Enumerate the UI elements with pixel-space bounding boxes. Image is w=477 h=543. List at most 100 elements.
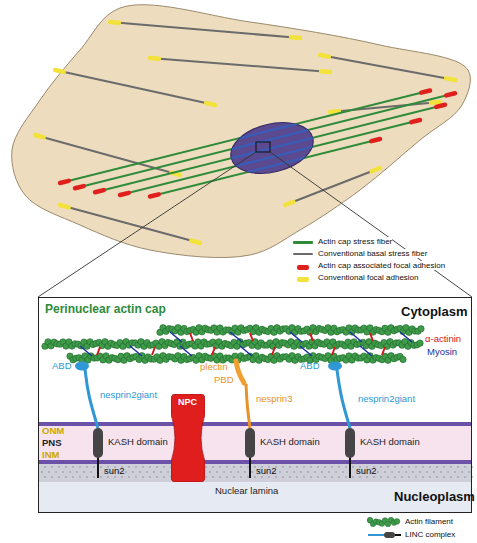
basal-stress-fiber [60, 205, 200, 243]
lamina-dot [398, 471, 400, 473]
lamina-dot [212, 476, 214, 478]
lamina-dot [331, 476, 333, 478]
lamina-dot [352, 476, 354, 478]
lamina-dot [247, 476, 249, 478]
lamina-dot [86, 466, 88, 468]
part-label: PBD [214, 375, 234, 386]
lamina-dot [139, 471, 141, 473]
lamina-dot [212, 466, 214, 468]
lamina-dot [426, 471, 428, 473]
focal-adhesion [110, 20, 119, 25]
part-label: PNS [42, 438, 62, 449]
lamina-dot [338, 466, 340, 468]
lamina-dot [321, 471, 323, 473]
lamina-dot [233, 466, 235, 468]
legend-text: LINC complex [405, 530, 455, 539]
lamina-dot [296, 476, 298, 478]
lamina-dot [314, 471, 316, 473]
lamina-dot [128, 466, 130, 468]
focal-adhesion [320, 55, 329, 57]
lamina-dot [366, 476, 368, 478]
basal-stress-fiber [55, 70, 215, 105]
lamina-dot [377, 471, 379, 473]
part-label: nesprin2giant [358, 394, 415, 405]
lamina-dot [317, 466, 319, 468]
focal-adhesion [150, 56, 159, 61]
lamina-dot [419, 471, 421, 473]
lamina-dot [156, 476, 158, 478]
lamina-dot [415, 476, 417, 478]
focal-adhesion [285, 202, 293, 205]
lamina-dot [254, 476, 256, 478]
alpha-actinin-link [382, 347, 385, 355]
focal-adhesion [372, 168, 380, 171]
lamina-dot [149, 466, 151, 468]
nesprin2giant-strand [337, 370, 350, 428]
lamina-dot [394, 466, 396, 468]
lamina-dot [79, 466, 81, 468]
lamina-dot [310, 476, 312, 478]
focal-adhesion [120, 193, 129, 195]
perinuclear-space [39, 424, 471, 462]
lamina-dot [237, 471, 239, 473]
focal-adhesion [35, 135, 44, 137]
lamina-dot [422, 466, 424, 468]
lamina-dot [307, 471, 309, 473]
lamina-dot [44, 466, 46, 468]
lamina-dot [240, 476, 242, 478]
lamina-dot [51, 466, 53, 468]
myosin-link [230, 332, 242, 342]
lamina-dot [293, 471, 295, 473]
part-label: nesprin3 [256, 394, 292, 405]
pore-shape [171, 394, 205, 482]
nesprin2giant-strand [85, 369, 98, 428]
lamina-dot [310, 466, 312, 468]
part-label: KASH domain [360, 437, 420, 448]
lamina-dot [100, 476, 102, 478]
alpha-actinin-link [370, 333, 373, 341]
lamina-dot [142, 476, 144, 478]
lamina-dot [457, 476, 459, 478]
lamina-dot [408, 476, 410, 478]
lamina-dot [359, 476, 361, 478]
lamina-dot [275, 476, 277, 478]
lamina-dot [219, 466, 221, 468]
lamina-dot [146, 471, 148, 473]
lamina-dot [48, 471, 50, 473]
actin-cap-fiber [95, 105, 445, 193]
alpha-actinin-link [310, 333, 313, 341]
lamina-dot [303, 476, 305, 478]
pore-complex: NPC [171, 394, 205, 482]
lamina-dot [44, 476, 46, 478]
basal-stress-fiber [35, 135, 180, 175]
lamina-dot [261, 476, 263, 478]
nucleus-stripe [200, 140, 340, 175]
lamina-dot [72, 466, 74, 468]
lamina-dot [114, 476, 116, 478]
lamina-dot [429, 476, 431, 478]
myosin-link [170, 332, 182, 342]
lamina-dot [62, 471, 64, 473]
lamina-dot [450, 466, 452, 468]
lamina-dot [345, 476, 347, 478]
fiber-line [150, 58, 330, 72]
myosin-link [360, 346, 372, 356]
alpha-actinin-link [152, 347, 155, 355]
lamina-dot [163, 466, 165, 468]
lamina-dot [223, 471, 225, 473]
lamina-dot [464, 476, 466, 478]
cell-body [12, 5, 471, 258]
nucleus-stripe [200, 149, 340, 184]
actin-bead [394, 519, 400, 525]
alpha-actinin-link [250, 333, 253, 341]
lamina-dot [128, 476, 130, 478]
lamina-dot [345, 466, 347, 468]
legend-swatch [297, 265, 309, 270]
nucleus-stripe [200, 122, 340, 157]
lamina-dot [79, 476, 81, 478]
kash-domain [93, 428, 103, 458]
lamina-dot [415, 466, 417, 468]
focal-adhesion [446, 93, 455, 95]
lamina-dot [251, 471, 253, 473]
